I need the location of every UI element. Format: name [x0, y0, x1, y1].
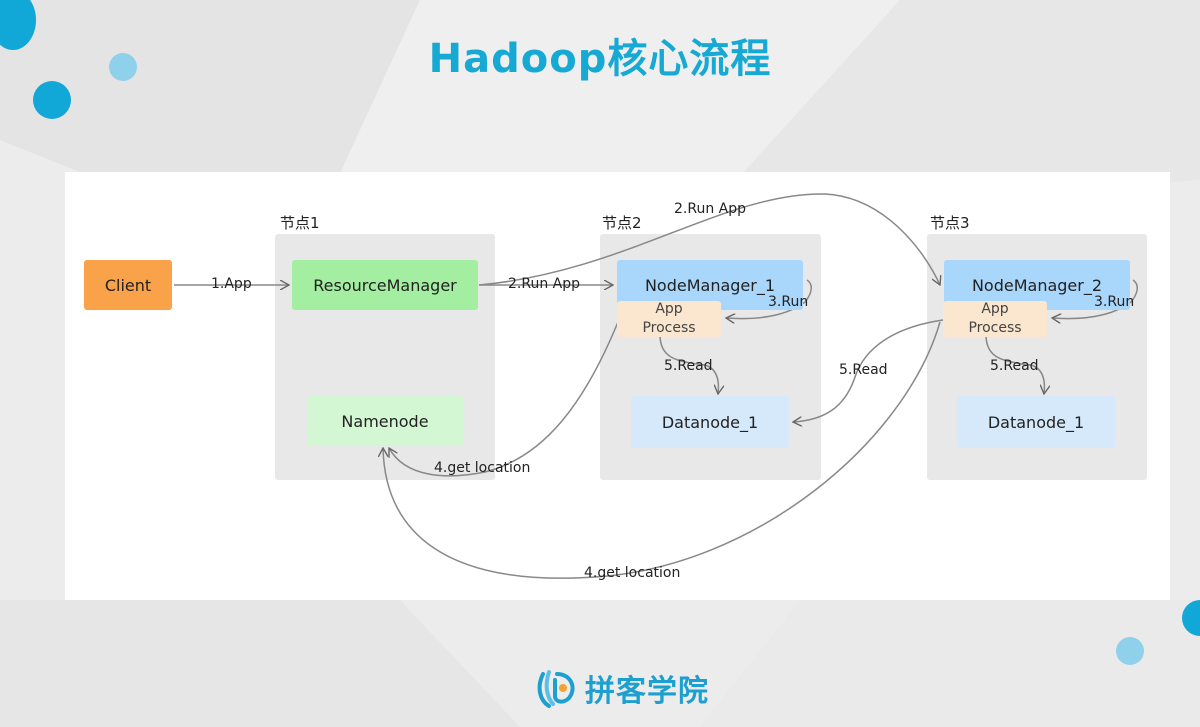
datanode-2-node: Datanode_1	[957, 396, 1115, 448]
edge-label-run-1: 3.Run	[768, 294, 809, 310]
edge-label-run-app-2: 2.Run App	[674, 201, 747, 217]
namenode-node: Namenode	[307, 396, 463, 446]
edge-read-1	[659, 334, 718, 394]
edge-layer	[174, 193, 1138, 579]
resource-manager-node: ResourceManager	[292, 260, 478, 310]
group-label-1: 节点1	[280, 214, 320, 232]
edge-label-read-cross: 5.Read	[839, 362, 888, 378]
group-label-2: 节点2	[602, 214, 642, 232]
app-process-1-line1: App	[655, 301, 683, 317]
brand-name: 拼客学院	[585, 674, 709, 709]
edge-get-location-2	[383, 321, 941, 579]
page-title: Hadoop核心流程	[428, 36, 772, 82]
edge-label-read-1: 5.Read	[664, 358, 713, 374]
edge-run-app-2	[478, 193, 940, 285]
app-process-2-node: App Process	[943, 301, 1047, 337]
edge-read-cross	[793, 319, 944, 422]
edge-label-get-location-2: 4.get location	[584, 565, 681, 581]
decor-dot	[33, 81, 71, 119]
edge-run-2	[1052, 279, 1138, 319]
app-process-1-line2: Process	[642, 320, 696, 336]
group-label-3: 节点3	[930, 214, 970, 232]
app-process-1-node: App Process	[617, 301, 721, 337]
edge-read-2	[985, 334, 1044, 394]
edge-get-location-1	[389, 321, 619, 477]
edge-label-run-2: 3.Run	[1094, 294, 1135, 310]
decor-dot	[1182, 600, 1200, 636]
client-node: Client	[84, 260, 172, 310]
diagram-canvas: 节点1 节点2 节点3	[65, 172, 1170, 600]
edge-run-1	[726, 279, 812, 319]
edge-label-run-app-1: 2.Run App	[508, 276, 581, 292]
decor-dot	[109, 53, 137, 81]
edge-label-get-location-1: 4.get location	[434, 460, 531, 476]
app-process-2-line2: Process	[968, 320, 1022, 336]
footer-brand: 拼客学院	[537, 664, 709, 712]
app-process-2-line1: App	[981, 301, 1009, 317]
brand-logo	[537, 670, 575, 708]
edge-label-app: 1.App	[211, 276, 252, 292]
datanode-1-node: Datanode_1	[631, 396, 789, 448]
decor-dot	[1116, 637, 1144, 665]
edge-label-read-2: 5.Read	[990, 358, 1039, 374]
